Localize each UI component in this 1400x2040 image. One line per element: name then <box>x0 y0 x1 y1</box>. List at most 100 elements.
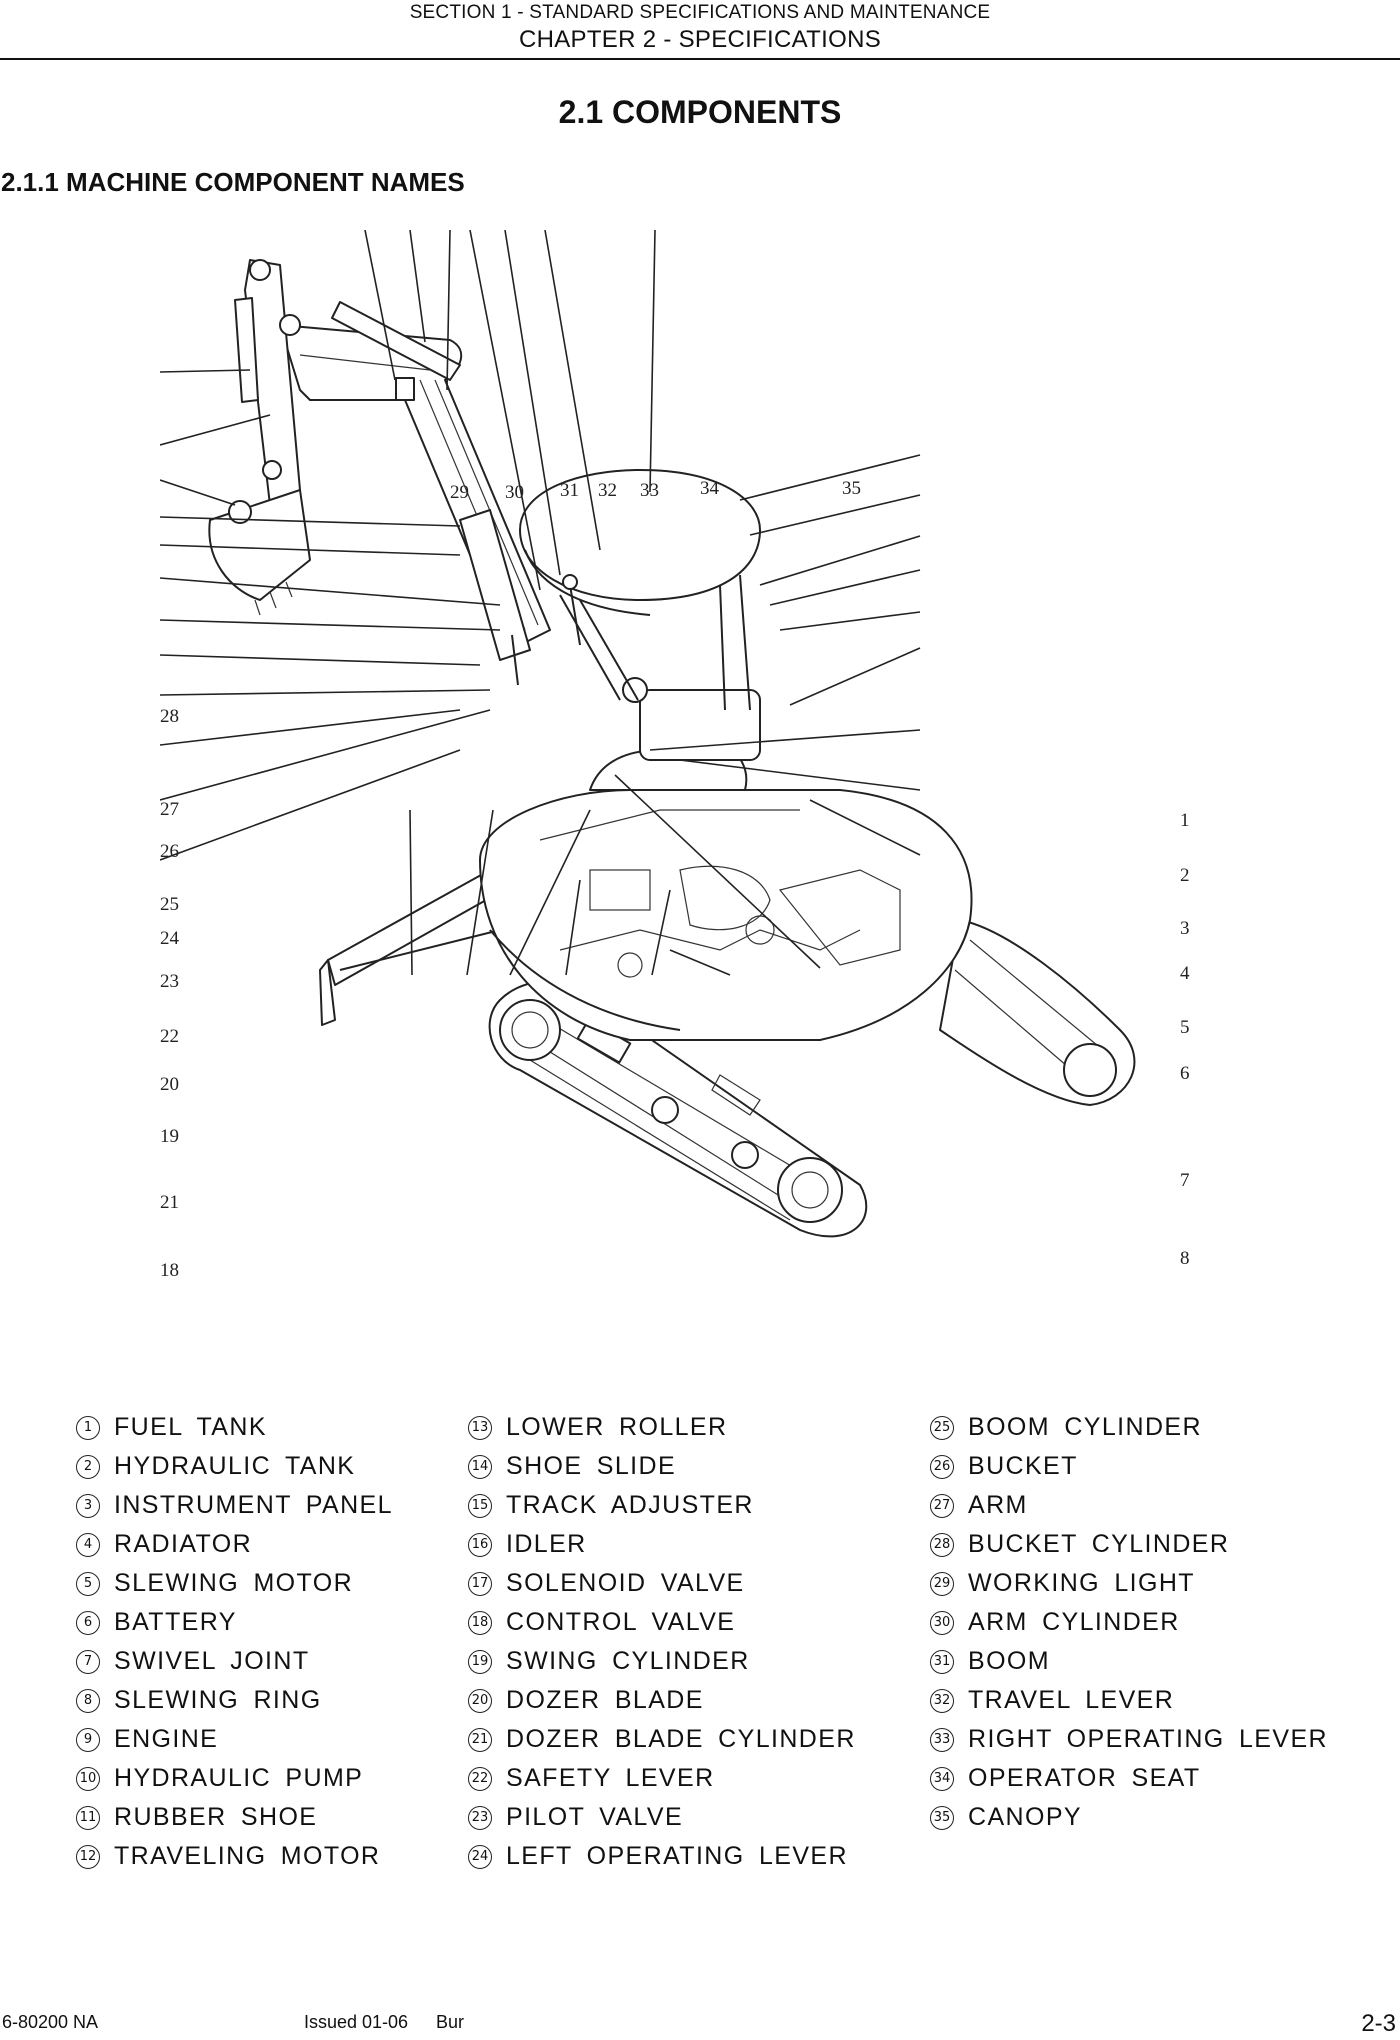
callout-25: 25 <box>160 894 179 915</box>
issue-date: Issued 01-06 <box>304 2012 409 2032</box>
legend-label: SHOE SLIDE <box>506 1452 677 1480</box>
legend-number: 18 <box>468 1610 492 1635</box>
callout-27: 27 <box>160 799 179 820</box>
callout-20: 20 <box>160 1074 179 1095</box>
legend-label: SLEWING MOTOR <box>114 1569 354 1597</box>
legend-number: 12 <box>76 1844 100 1869</box>
legend-label: SWIVEL JOINT <box>114 1647 310 1675</box>
callout-5: 5 <box>1180 1017 1190 1038</box>
legend-label: HYDRAULIC TANK <box>114 1452 356 1480</box>
callout-23: 23 <box>160 971 179 992</box>
legend-item: 1 FUEL TANK <box>76 1408 393 1447</box>
legend-item: 9 ENGINE <box>76 1720 393 1759</box>
callout-24: 24 <box>160 928 180 949</box>
doc-code: Bur <box>436 2012 465 2032</box>
legend-number: 30 <box>930 1610 954 1635</box>
legend-label: CANOPY <box>968 1803 1082 1831</box>
legend-number: 5 <box>76 1571 100 1596</box>
legend-label: ENGINE <box>114 1725 219 1753</box>
callout-33: 33 <box>640 480 659 501</box>
legend-number: 17 <box>468 1571 492 1596</box>
callout-6: 6 <box>1180 1063 1190 1084</box>
legend-item: 15 TRACK ADJUSTER <box>468 1486 856 1525</box>
legend-number: 26 <box>930 1454 954 1479</box>
legend-number: 35 <box>930 1805 954 1830</box>
legend-item: 25 BOOM CYLINDER <box>930 1408 1328 1447</box>
legend-label: BOOM CYLINDER <box>968 1413 1202 1441</box>
callout-29: 29 <box>450 482 469 503</box>
legend-number: 32 <box>930 1688 954 1713</box>
legend-number: 11 <box>76 1805 100 1830</box>
legend-label: SAFETY LEVER <box>506 1764 715 1792</box>
legend-label: HYDRAULIC PUMP <box>114 1764 364 1792</box>
legend-item: 5 SLEWING MOTOR <box>76 1564 393 1603</box>
legend-label: TRAVELING MOTOR <box>114 1842 381 1870</box>
callout-21: 21 <box>160 1192 179 1213</box>
callout-26: 26 <box>160 841 179 862</box>
legend-number: 23 <box>468 1805 492 1830</box>
legend-item: 35 CANOPY <box>930 1798 1328 1837</box>
legend-label: RUBBER SHOE <box>114 1803 318 1831</box>
legend-label: OPERATOR SEAT <box>968 1764 1201 1792</box>
page-number: 2-3 <box>1361 2010 1396 2037</box>
legend-label: TRACK ADJUSTER <box>506 1491 754 1519</box>
legend-number: 21 <box>468 1727 492 1752</box>
legend-label: FUEL TANK <box>114 1413 267 1441</box>
legend-item: 11 RUBBER SHOE <box>76 1798 393 1837</box>
legend-number: 27 <box>930 1493 954 1518</box>
header-divider <box>0 58 1400 60</box>
legend-number: 14 <box>468 1454 492 1479</box>
legend-number: 22 <box>468 1766 492 1791</box>
legend-number: 1 <box>76 1415 100 1440</box>
callout-7: 7 <box>1180 1170 1190 1191</box>
legend-number: 13 <box>468 1415 492 1440</box>
legend-label: LOWER ROLLER <box>506 1413 728 1441</box>
legend-label: DOZER BLADE <box>506 1686 704 1714</box>
legend-number: 20 <box>468 1688 492 1713</box>
callout-34: 34 <box>700 478 720 499</box>
callout-30: 30 <box>505 482 524 503</box>
legend-label: BUCKET CYLINDER <box>968 1530 1230 1558</box>
legend-number: 15 <box>468 1493 492 1518</box>
legend-number: 9 <box>76 1727 100 1752</box>
legend-item: 14 SHOE SLIDE <box>468 1447 856 1486</box>
section-title: 2.1 COMPONENTS <box>558 94 842 130</box>
legend-number: 6 <box>76 1610 100 1635</box>
callout-3: 3 <box>1180 918 1190 939</box>
legend-item: 20 DOZER BLADE <box>468 1681 856 1720</box>
legend-item: 7 SWIVEL JOINT <box>76 1642 393 1681</box>
callout-35: 35 <box>842 478 861 499</box>
legend-number: 29 <box>930 1571 954 1596</box>
callout-4: 4 <box>1180 963 1190 984</box>
excavator-diagram: 1 2 3 4 5 6 7 8 9 10 11 12 13 14 15 16 1… <box>159 229 1240 1517</box>
legend-label: SOLENOID VALVE <box>506 1569 745 1597</box>
callout-8: 8 <box>1180 1248 1190 1269</box>
legend-number: 24 <box>468 1844 492 1869</box>
legend-number: 19 <box>468 1649 492 1674</box>
legend-item: 13 LOWER ROLLER <box>468 1408 856 1447</box>
callout-2: 2 <box>1180 865 1190 886</box>
legend-number: 4 <box>76 1532 100 1557</box>
legend-number: 25 <box>930 1415 954 1440</box>
legend-number: 7 <box>76 1649 100 1674</box>
legend-label: IDLER <box>506 1530 587 1558</box>
legend-label: WORKING LIGHT <box>968 1569 1195 1597</box>
